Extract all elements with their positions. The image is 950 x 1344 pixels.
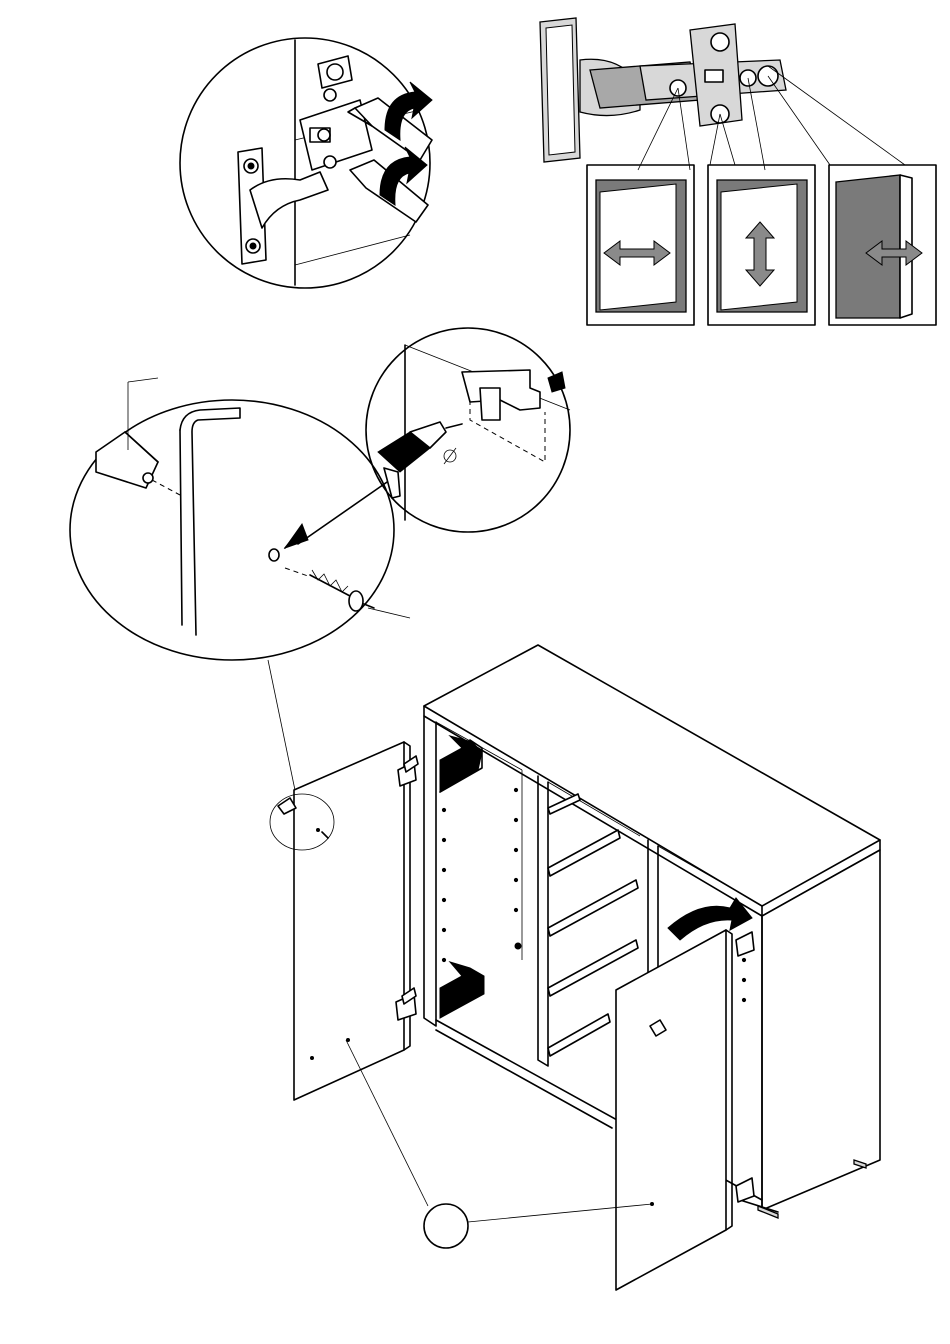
depth-adjustment-box <box>829 165 936 325</box>
drill-icon <box>378 422 462 498</box>
knob-icon <box>96 378 158 488</box>
knob-mounting-detail <box>70 378 410 660</box>
hinge-adjustment-detail <box>540 18 936 325</box>
part-callout <box>346 1040 652 1248</box>
hinge-icon <box>736 932 754 1202</box>
height-adjustment-box <box>708 165 815 325</box>
drill-detail <box>366 328 570 532</box>
left-door <box>270 742 418 1100</box>
hinge-icon <box>238 56 372 264</box>
side-adjustment-box <box>587 165 694 325</box>
hinge-screwing-detail <box>180 38 432 288</box>
right-door <box>616 930 754 1290</box>
